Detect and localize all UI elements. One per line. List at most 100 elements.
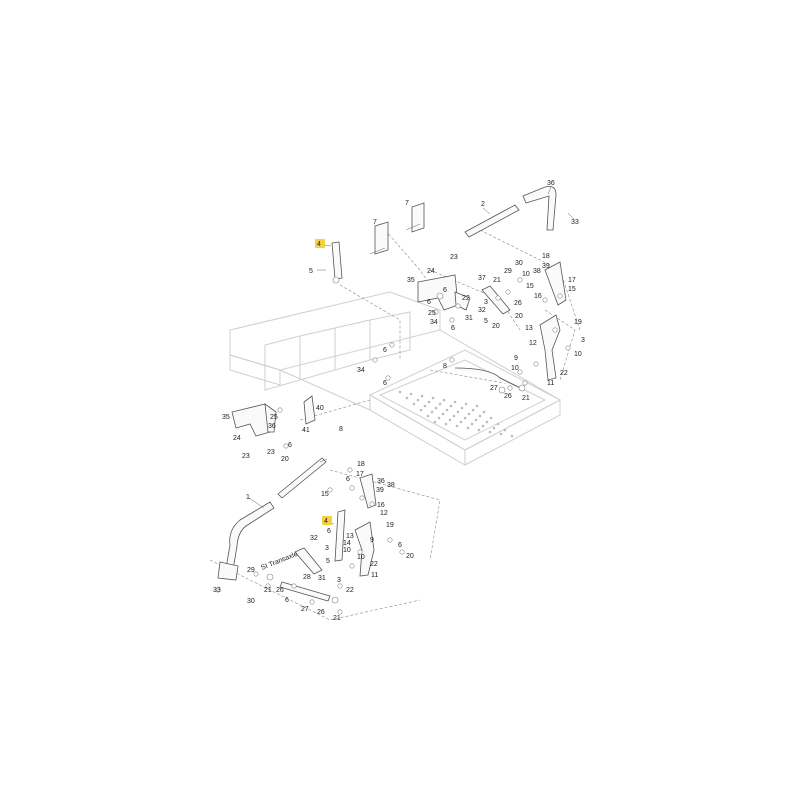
floor-hole	[475, 404, 479, 408]
callout-20d: 20	[406, 553, 414, 560]
callout-11: 11	[547, 380, 554, 387]
fastener-icon	[542, 297, 548, 303]
fastener-icon	[387, 537, 393, 543]
callout-17b: 17	[356, 471, 364, 478]
callout-29: 29	[504, 268, 512, 275]
callout-35: 35	[407, 277, 415, 284]
floor-hole	[489, 416, 493, 420]
fastener-icon	[349, 485, 355, 491]
callout-6j: 6	[285, 597, 289, 604]
callout-22: 22	[462, 295, 470, 302]
callout-23b: 23	[242, 453, 250, 460]
handle-bar-upper	[464, 185, 557, 238]
lever-4-lower	[334, 509, 346, 562]
callout-34: 34	[430, 319, 438, 326]
callout-3d: 3	[337, 577, 341, 584]
floor-hole	[471, 408, 475, 412]
floor-hole	[416, 398, 420, 402]
linkage-37-upper	[481, 285, 511, 315]
callout-9: 9	[514, 355, 518, 362]
callout-18b: 18	[357, 461, 365, 468]
callout-36b: 36	[268, 423, 276, 430]
callout-31b: 31	[318, 575, 326, 582]
bracket-24-left	[231, 403, 277, 437]
callout-21b: 21	[522, 395, 530, 402]
floor-hole	[430, 410, 434, 414]
callout-3: 3	[484, 299, 488, 306]
floor-hole	[463, 416, 467, 420]
callout-18: 18	[542, 253, 550, 260]
callout-36c: 36	[377, 478, 385, 485]
fastener-icon	[507, 385, 513, 391]
callout-37: 37	[478, 275, 486, 282]
callout-41: 41	[302, 427, 310, 434]
callout-15: 15	[568, 286, 576, 293]
fastener-icon	[327, 487, 333, 493]
fastener-icon	[309, 599, 315, 605]
callout-10c: 10	[574, 351, 582, 358]
fastener-icon	[215, 587, 221, 593]
callout-16: 16	[534, 293, 542, 300]
callout-19b: 19	[386, 522, 394, 529]
floor-hole	[431, 396, 435, 400]
floor-hole	[427, 400, 431, 404]
fastener-icon	[372, 357, 378, 363]
callout-13b: 13	[346, 533, 354, 540]
callout-6d: 6	[383, 347, 387, 354]
callout-23c: 23	[267, 449, 275, 456]
callout-22c: 22	[370, 561, 378, 568]
fastener-icon	[277, 407, 283, 413]
fastener-icon	[291, 583, 297, 589]
floor-hole	[445, 408, 449, 412]
callout-6g: 6	[346, 476, 350, 483]
callout-20b: 20	[492, 323, 500, 330]
callout-21: 21	[493, 277, 501, 284]
callout-36: 36	[547, 180, 555, 187]
floor-hole	[459, 420, 463, 424]
floor-plate-holes	[398, 390, 514, 438]
callout-4-lower: 4	[324, 518, 328, 525]
fastener-icon	[385, 375, 391, 381]
floor-hole	[433, 420, 437, 424]
bracket-7-right	[405, 202, 425, 233]
callout-35b: 35	[222, 414, 230, 421]
arm-11-lower	[354, 473, 377, 577]
callout-17: 17	[568, 277, 576, 284]
callout-8: 8	[443, 363, 447, 370]
floor-hole	[492, 426, 496, 430]
callout-29: 29	[247, 567, 255, 574]
fastener-icon	[389, 342, 395, 348]
callout-6b: 6	[451, 325, 455, 332]
callout-33b: 33	[213, 587, 221, 594]
floor-hole	[452, 414, 456, 418]
floor-hole	[448, 418, 452, 422]
callout-6f: 6	[288, 442, 292, 449]
floor-hole	[467, 412, 471, 416]
fastener-icon	[565, 345, 571, 351]
fastener-icon	[455, 303, 461, 309]
floor-hole	[444, 422, 448, 426]
fastener-icon	[449, 357, 455, 363]
floor-hole	[449, 404, 453, 408]
callout-21c: 21	[264, 587, 272, 594]
handle-bar-lower	[217, 457, 327, 581]
callout-28: 28	[303, 574, 311, 581]
callout-26: 26	[514, 300, 522, 307]
floor-hole	[481, 424, 485, 428]
callout-20c: 20	[281, 456, 289, 463]
floor-hole	[464, 402, 468, 406]
callout-24b: 24	[233, 435, 241, 442]
floor-hole	[409, 392, 413, 396]
floor-hole	[503, 428, 507, 432]
callout-26d: 26	[317, 609, 325, 616]
callout-11b: 11	[371, 572, 378, 579]
callout-19: 19	[574, 319, 582, 326]
callout-6: 6	[443, 287, 447, 294]
callout-16b: 16	[377, 502, 385, 509]
bracket-40	[303, 395, 316, 425]
highlight-callout-4-lower	[322, 516, 332, 525]
callout-40: 40	[316, 405, 324, 412]
callout-39b: 39	[376, 487, 384, 494]
callout-2: 2	[481, 201, 485, 208]
callout-31: 31	[465, 315, 473, 322]
